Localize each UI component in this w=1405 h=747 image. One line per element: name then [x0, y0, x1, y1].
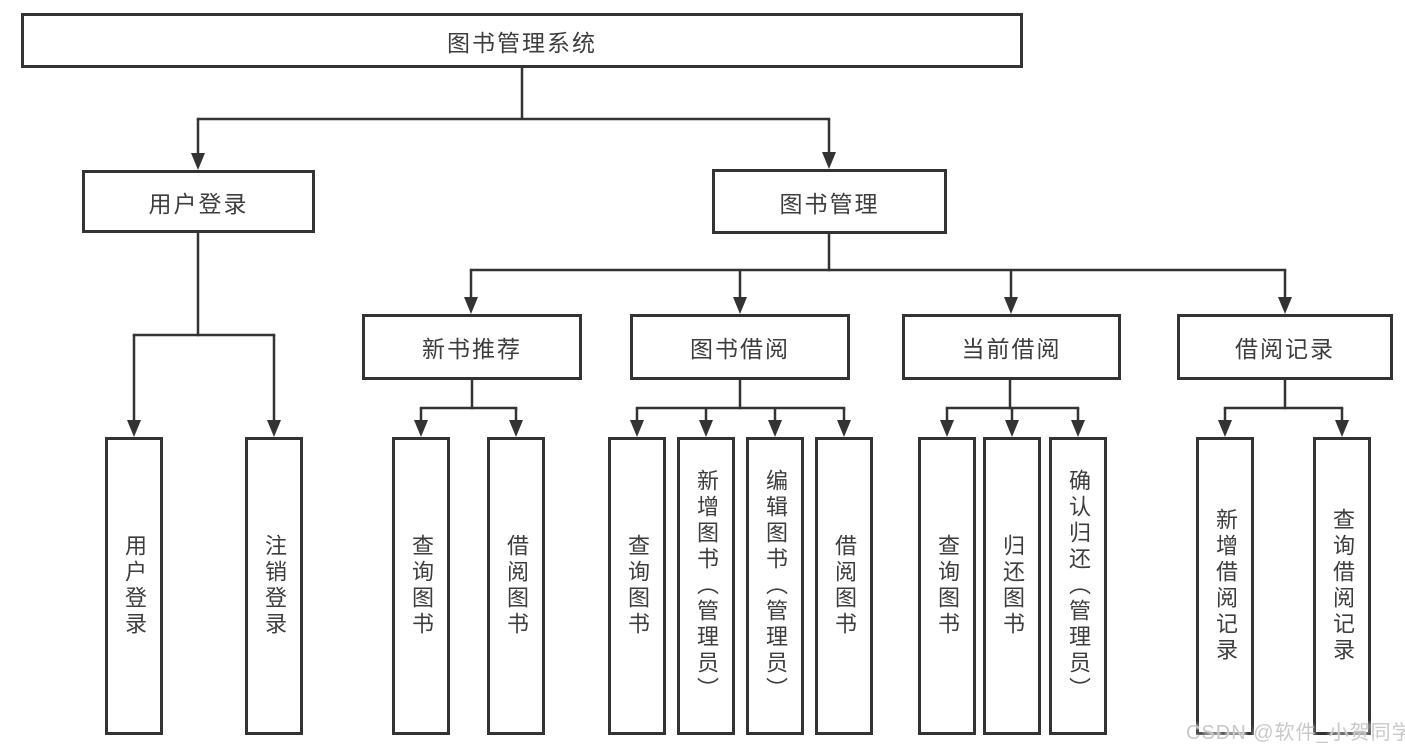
node-user-login: 用户登录 — [82, 170, 315, 233]
node-new-book-recommend: 新书推荐 — [362, 314, 582, 380]
leaf-user-login-label: 用户登录 — [122, 534, 147, 638]
leaf-borrow-books-recommend-label: 借阅图书 — [504, 534, 529, 638]
node-borrow-records: 借阅记录 — [1177, 314, 1393, 380]
leaf-query-books-borrow-label: 查询图书 — [625, 534, 650, 638]
node-current-borrow-label: 当前借阅 — [961, 336, 1062, 362]
leaf-add-borrow-record-label: 新增借阅记录 — [1213, 508, 1238, 664]
csdn-watermark: CSDN @软件_小贺同学 — [1186, 722, 1405, 744]
leaf-borrow-books-label: 借阅图书 — [832, 534, 857, 638]
leaf-user-login: 用户登录 — [105, 437, 163, 735]
leaf-query-borrow-record: 查询借阅记录 — [1313, 437, 1371, 735]
node-user-login-label: 用户登录 — [148, 190, 249, 217]
leaf-edit-books-admin: 编辑图书（管理员） — [746, 437, 804, 735]
leaf-confirm-return-admin: 确认归还（管理员） — [1049, 437, 1107, 735]
leaf-confirm-return-admin-label: 确认归还（管理员） — [1066, 469, 1091, 703]
node-root-label: 图书管理系统 — [447, 29, 597, 56]
leaf-borrow-books: 借阅图书 — [815, 437, 873, 735]
leaf-query-books-recommend-label: 查询图书 — [409, 534, 434, 638]
node-book-borrow-label: 图书借阅 — [690, 336, 790, 362]
leaf-edit-books-admin-label: 编辑图书（管理员） — [763, 469, 788, 703]
leaf-borrow-books-recommend: 借阅图书 — [487, 437, 545, 735]
node-root: 图书管理系统 — [21, 13, 1023, 68]
leaf-query-books-recommend: 查询图书 — [392, 437, 450, 735]
leaf-return-books: 归还图书 — [983, 437, 1041, 735]
leaf-add-books-admin-label: 新增图书（管理员） — [694, 469, 719, 703]
leaf-return-books-label: 归还图书 — [1000, 534, 1025, 638]
leaf-query-books-current-label: 查询图书 — [935, 534, 960, 638]
node-book-management-label: 图书管理 — [779, 190, 880, 217]
leaf-add-books-admin: 新增图书（管理员） — [677, 437, 735, 735]
leaf-logout: 注销登录 — [245, 437, 303, 735]
node-current-borrow: 当前借阅 — [902, 314, 1121, 380]
leaf-add-borrow-record: 新增借阅记录 — [1196, 437, 1254, 735]
node-borrow-records-label: 借阅记录 — [1235, 336, 1335, 362]
leaf-query-books-borrow: 查询图书 — [608, 437, 666, 735]
leaf-logout-label: 注销登录 — [262, 534, 287, 638]
leaf-query-books-current: 查询图书 — [918, 437, 976, 735]
node-book-borrow: 图书借阅 — [630, 314, 850, 380]
leaf-query-borrow-record-label: 查询借阅记录 — [1330, 508, 1355, 664]
node-new-book-recommend-label: 新书推荐 — [422, 336, 522, 362]
node-book-management: 图书管理 — [712, 169, 947, 234]
